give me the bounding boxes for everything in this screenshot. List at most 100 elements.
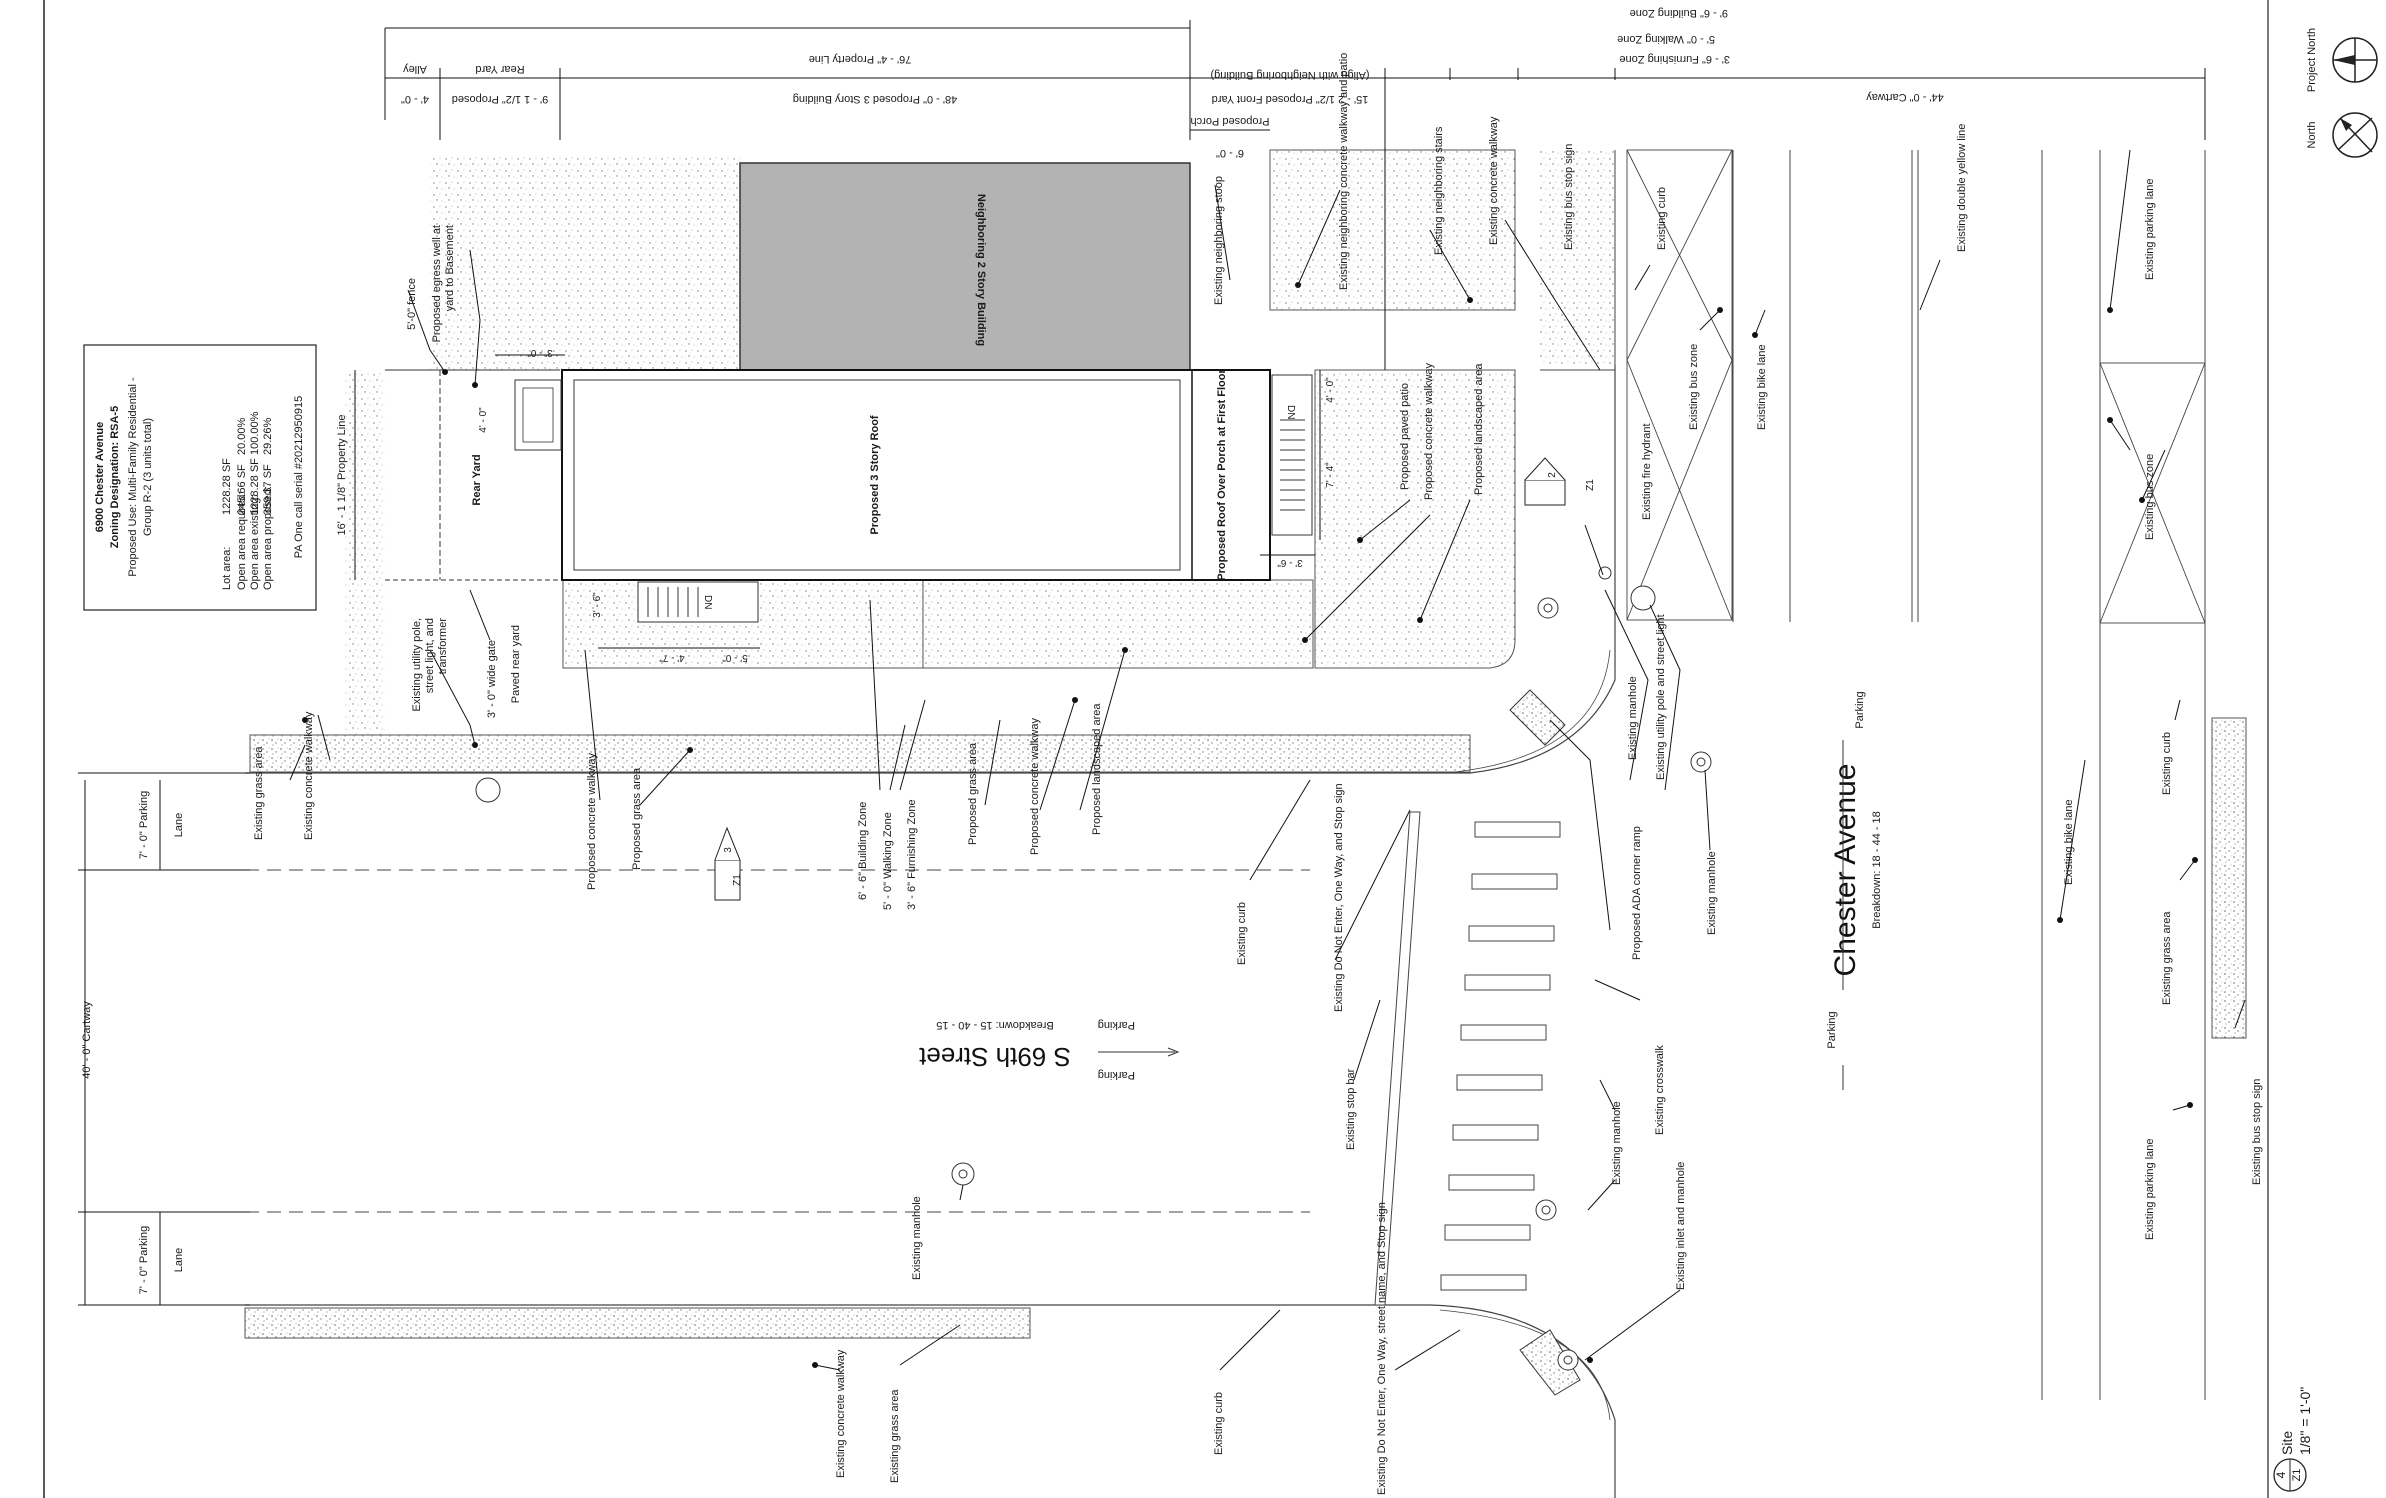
leader-dots xyxy=(302,282,2198,1368)
info-row-3-sf: 359.37 SF xyxy=(262,464,274,515)
s69-breakdown: Breakdown: 15 - 40 - 15 xyxy=(936,1019,1053,1031)
alley-dim: Alley xyxy=(403,63,427,75)
project-north-label: Project North xyxy=(2306,28,2318,92)
bike-lane-note-2: Existing bike lane xyxy=(2063,799,2075,885)
proposed-building: Proposed 3 Story Roof Proposed Roof Over… xyxy=(514,369,1313,623)
info-row-2-sf: 1228.28 SF xyxy=(249,458,261,515)
paved-patio-note: Proposed paved patio xyxy=(1399,383,1411,490)
info-row-2-label: Open area existing: xyxy=(249,495,261,590)
bus-zone-note: Existing bus zone xyxy=(1688,344,1700,430)
info-row-1-label: Open area required: xyxy=(236,492,248,590)
utility-note-1: Existing utility pole, xyxy=(411,618,423,712)
utility-note-3: transformer xyxy=(437,618,449,675)
ex-manhole-a-note: Existing manhole xyxy=(1627,676,1639,760)
cartway-44: 44' - 0" Cartway xyxy=(1866,91,1944,103)
walking-zone-note: 5' - 0" Walking Zone xyxy=(882,812,894,910)
info-row-3-label: Open area proposed: xyxy=(262,486,274,590)
nb-stairs-note: Existing neighboring stairs xyxy=(1433,126,1445,255)
dim-5-0: 5' - 0" xyxy=(722,652,748,663)
ex-curb-top: Existing curb xyxy=(1236,902,1248,965)
ex-manhole-b-note: Existing manhole xyxy=(1706,851,1718,935)
porch-stairs xyxy=(1271,374,1313,536)
dim-4-0-b: 4' - 0" xyxy=(1325,377,1336,403)
info-row-0-sf: 1228.28 SF xyxy=(221,458,233,515)
marker-num-2: 2 xyxy=(1547,472,1558,478)
utility-pole-note: Existing utility pole and street light xyxy=(1655,614,1667,780)
porch-dim: Proposed Porch xyxy=(1191,115,1270,127)
front-yard-area xyxy=(1314,369,1516,669)
chester-parking-a: Parking xyxy=(1854,691,1866,728)
ex-grass-bottom-note: Existing grass area xyxy=(889,1389,901,1483)
neighboring-label: Neighboring 2 Story Building xyxy=(975,194,987,346)
dim-3-0: 3' - 0" xyxy=(527,347,553,358)
north-label: North xyxy=(2306,122,2318,149)
neighbor-front-area xyxy=(1269,149,1516,311)
align-note: (Align with Neighboring Building) xyxy=(1211,69,1370,81)
stop-bar xyxy=(1374,811,1421,1306)
ground-areas xyxy=(244,149,2247,1339)
ada-note: Proposed ADA corner ramp xyxy=(1631,826,1643,960)
inlet-note: Existing inlet and manhole xyxy=(1675,1162,1687,1290)
s69-parking-b: Parking xyxy=(1098,1069,1135,1081)
dimension-text: 76' - 4" Property Line Alley Rear Yard 4… xyxy=(81,7,1944,1294)
fence-note: 5'-0" fence xyxy=(406,278,418,330)
curb-r-note: Existing curb xyxy=(2161,732,2173,795)
walking-zone-dim: 5' - 0" Walking Zone xyxy=(1617,33,1715,45)
left-property-dim: 16' - 1 1/8" Property Line xyxy=(336,415,348,536)
utility-note-2: street light, and xyxy=(424,618,436,693)
ex-manhole-c-note: Existing manhole xyxy=(1611,1101,1623,1185)
title-scale: 1/8" = 1'-0" xyxy=(2297,1387,2313,1455)
building-zone-dim: 9' - 6" Building Zone xyxy=(1630,7,1728,19)
marker-z1-a: Z1 xyxy=(732,874,743,886)
ex-walk-left: Existing concrete walkway xyxy=(303,711,315,840)
s69-parking-a: Parking xyxy=(1098,1019,1135,1031)
bus-zone-note-2: Existing bus zone xyxy=(2144,454,2156,540)
prop-grass-note: Proposed grass area xyxy=(631,767,643,870)
porch-width: 6' - 0" xyxy=(1216,147,1244,159)
parking-lane-note-2: Existing parking lane xyxy=(2144,1138,2156,1240)
ex-walk-top-note: Existing concrete walkway xyxy=(1488,116,1500,245)
dim-4-0-a: 4' - 0" xyxy=(478,407,489,433)
manholes xyxy=(475,566,1712,1371)
dim-3-6: 3' - 6" xyxy=(592,592,603,618)
lane-a: Lane xyxy=(173,813,185,837)
north-arrow: Project North North xyxy=(2306,28,2378,158)
title-sheet: Z1 xyxy=(2291,1469,2303,1482)
curb-top-note: Existing curb xyxy=(1656,187,1668,250)
ex-walk-bottom-note: Existing concrete walkway xyxy=(835,1349,847,1478)
info-zoning: Zoning Designation: RSA-5 xyxy=(109,406,121,548)
neighbor-rear-area xyxy=(555,155,740,370)
prop-land-note-2: Proposed landscaped area xyxy=(1473,363,1485,495)
info-row-0-label: Lot area: xyxy=(221,547,233,590)
do-not-enter-note: Existing Do Not Enter, One Way, and Stop… xyxy=(1333,783,1345,1012)
leaders xyxy=(289,149,2246,1371)
prop-walk-note: Proposed concrete walkway xyxy=(586,753,598,890)
parking-7-a: 7' - 0" Parking xyxy=(138,791,150,859)
building-dim: 48' - 0" Proposed 3 Story Building xyxy=(793,93,957,105)
svg-text:Neighboring 2 Story Building: Neighboring 2 Story Building xyxy=(975,194,987,346)
sheet-border xyxy=(43,0,2269,1498)
chester-parking-b: Parking xyxy=(1826,1011,1838,1048)
stoop-note: Existing neighboring stoop xyxy=(1213,176,1225,305)
rear-yard-area xyxy=(430,155,555,370)
ex-curb-bottom-note: Existing curb xyxy=(1213,1392,1225,1455)
alley-width: 4' - 0" xyxy=(401,93,429,105)
sidewalk-band xyxy=(249,734,1471,773)
left-grass-area xyxy=(345,370,385,740)
sidewalk-bottom xyxy=(244,1307,1031,1339)
yellow-line-note: Existing double yellow line xyxy=(1956,124,1968,252)
dimension-lines xyxy=(78,20,2206,1306)
street-lines xyxy=(245,149,2206,1498)
lane-b: Lane xyxy=(173,1248,185,1272)
building-zone-note: 6' - 6" Building Zone xyxy=(857,802,869,900)
grass-r-note: Existing grass area xyxy=(2161,911,2173,1005)
dim-7-4: 7' - 4" xyxy=(1325,462,1336,488)
neighboring-building: Neighboring 2 Story Building xyxy=(739,162,1191,371)
rear-yard-label: Rear Yard xyxy=(471,454,483,505)
section-marker-a: 3 Z1 xyxy=(714,826,743,901)
marker-num-3: 3 xyxy=(723,847,734,853)
ex-grass-left: Existing grass area xyxy=(253,746,265,840)
prop-land-note: Proposed landscaped area xyxy=(1091,703,1103,835)
parking-7-b: 7' - 0" Parking xyxy=(138,1226,150,1294)
